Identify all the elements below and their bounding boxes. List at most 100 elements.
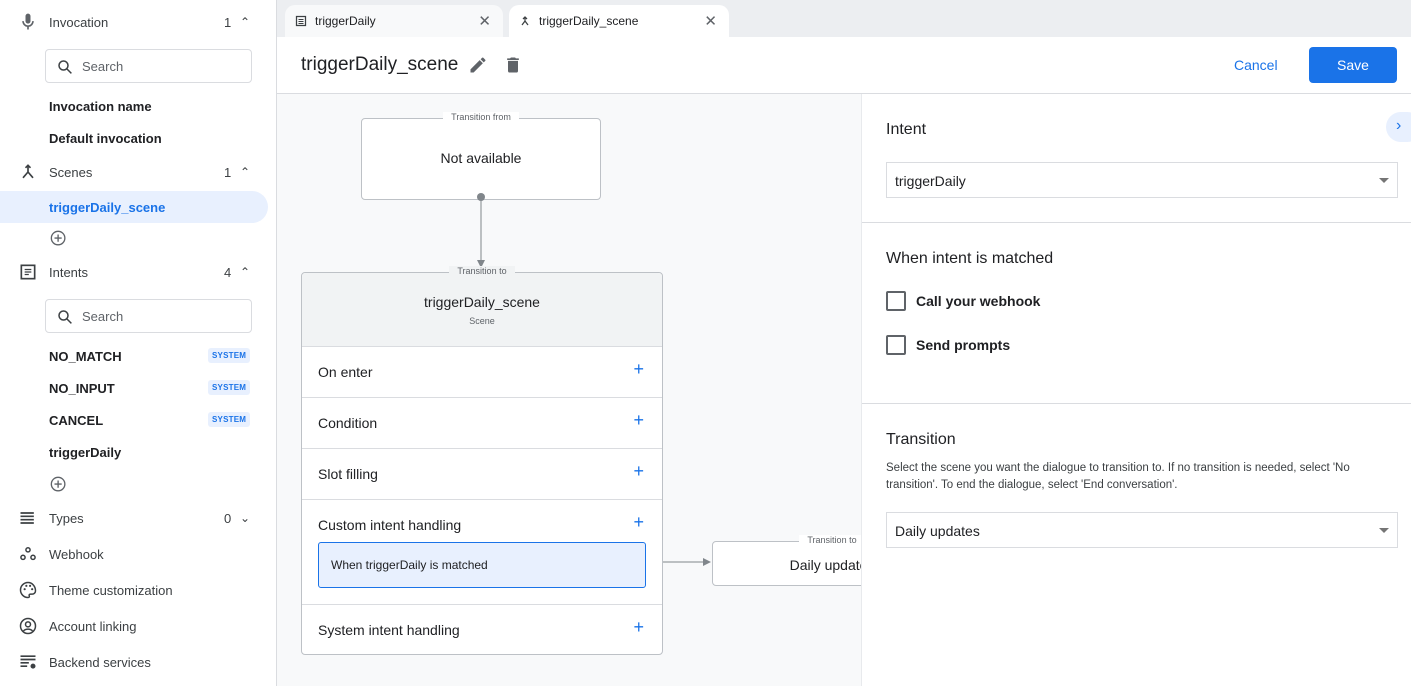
row-condition[interactable]: Condition + — [302, 397, 662, 448]
select-value: triggerDaily — [895, 173, 966, 189]
search-placeholder: Search — [82, 308, 124, 324]
intent-handler-item[interactable]: When triggerDaily is matched — [318, 542, 646, 588]
chevron-up-icon[interactable]: ⌃ — [240, 265, 251, 279]
row-slot-filling[interactable]: Slot filling + — [302, 448, 662, 499]
tab-triggerdaily[interactable]: triggerDaily ✕ — [285, 5, 503, 37]
checkbox-icon[interactable] — [886, 335, 906, 355]
call-webhook-checkbox[interactable]: Call your webhook — [886, 291, 1040, 311]
delete-trash-icon[interactable] — [503, 54, 523, 76]
transition-section-title: Transition — [886, 431, 956, 448]
matched-section-title: When intent is matched — [886, 250, 1054, 267]
sidebar-item-webhook[interactable]: Webhook — [0, 539, 277, 569]
add-scene-icon[interactable] — [50, 230, 68, 248]
row-label: On enter — [318, 364, 373, 380]
sidebar-item-intent[interactable]: triggerDaily — [49, 445, 122, 460]
add-intent-icon[interactable] — [50, 476, 68, 494]
divider — [862, 403, 1411, 404]
search-icon — [58, 310, 72, 324]
intent-handler-panel: › Intent triggerDaily When intent is mat… — [861, 94, 1411, 686]
intent-list-icon — [20, 264, 36, 280]
section-label: Scenes — [49, 164, 93, 180]
section-label: Theme customization — [49, 582, 173, 598]
scene-merge-icon — [521, 16, 529, 26]
sidebar-item-selected-scene[interactable]: triggerDaily_scene — [0, 191, 268, 223]
node-value: Not available — [440, 150, 522, 166]
search-icon — [58, 60, 72, 74]
scene-label: triggerDaily_scene — [49, 200, 166, 215]
section-label: Types — [49, 510, 84, 526]
edit-pencil-icon[interactable] — [468, 55, 488, 75]
sidebar-item-invocation-name[interactable]: Invocation name — [49, 99, 152, 114]
add-icon[interactable]: + — [633, 617, 644, 637]
sidebar-section-types[interactable]: Types 0 ⌄ — [0, 503, 277, 533]
chevron-down-icon[interactable]: ⌄ — [240, 511, 251, 525]
sidebar-item-intent[interactable]: NO_INPUT — [49, 381, 115, 396]
sidebar-item-backend-services[interactable]: Backend services — [0, 647, 277, 677]
node-label: Transition to — [449, 266, 515, 276]
select-value: Daily updates — [895, 523, 980, 539]
row-label: Slot filling — [318, 466, 378, 482]
save-button[interactable]: Save — [1309, 47, 1397, 83]
row-custom-intent-handling[interactable]: Custom intent handling + When triggerDail… — [302, 499, 662, 604]
close-icon[interactable]: ✕ — [704, 13, 717, 30]
microphone-icon — [22, 13, 34, 30]
close-icon[interactable]: ✕ — [478, 13, 491, 30]
dropdown-arrow-icon — [1379, 528, 1389, 533]
sidebar-item-default-invocation[interactable]: Default invocation — [49, 131, 162, 146]
system-badge: SYSTEM — [208, 380, 251, 395]
section-count: 0 — [224, 510, 232, 526]
checkbox-label: Send prompts — [916, 337, 1011, 353]
add-icon[interactable]: + — [633, 512, 644, 532]
types-list-icon — [20, 512, 34, 524]
node-label: Transition from — [443, 112, 519, 122]
webhook-icon — [20, 547, 36, 561]
sidebar-section-invocation[interactable]: Invocation 1 ⌃ — [0, 7, 277, 37]
intents-search-input[interactable]: Search — [45, 299, 252, 333]
sidebar-item-account-linking[interactable]: Account linking — [0, 611, 277, 641]
scene-type: Scene — [469, 316, 495, 326]
scene-node: Transition to triggerDaily_scene Scene O… — [301, 266, 663, 655]
cancel-button[interactable]: Cancel — [1234, 57, 1278, 73]
sidebar-item-theme[interactable]: Theme customization — [0, 575, 277, 605]
sidebar-item-intent[interactable]: NO_MATCH — [49, 349, 122, 364]
transition-select[interactable]: Daily updates — [886, 512, 1398, 548]
tab-bar: triggerDaily ✕ triggerDaily_scene ✕ — [277, 0, 1411, 37]
row-on-enter[interactable]: On enter + — [302, 346, 662, 397]
chevron-up-icon[interactable]: ⌃ — [240, 15, 251, 29]
system-badge: SYSTEM — [208, 412, 251, 427]
page-title: triggerDaily_scene — [301, 54, 459, 75]
tab-label: triggerDaily — [315, 14, 376, 28]
add-icon[interactable]: + — [633, 461, 644, 481]
account-circle-icon — [19, 617, 37, 635]
intent-select[interactable]: triggerDaily — [886, 162, 1398, 198]
add-icon[interactable]: + — [633, 359, 644, 379]
checkbox-label: Call your webhook — [916, 293, 1041, 309]
section-count: 4 — [224, 264, 232, 280]
row-label: Custom intent handling — [318, 517, 462, 533]
row-system-intent-handling[interactable]: System intent handling+ — [302, 604, 662, 655]
section-label: Webhook — [49, 546, 104, 562]
sidebar-item-intent[interactable]: CANCEL — [49, 413, 104, 428]
node-label: Transition to — [799, 535, 861, 545]
backend-settings-icon — [20, 655, 36, 669]
collapse-panel-chevron-icon[interactable]: › — [1386, 112, 1411, 142]
dropdown-arrow-icon — [1379, 178, 1389, 183]
invocation-search-input[interactable]: Search — [45, 49, 252, 83]
tab-label: triggerDaily_scene — [539, 14, 639, 28]
chevron-up-icon[interactable]: ⌃ — [240, 165, 251, 179]
section-count: 1 — [224, 164, 232, 180]
palette-icon — [19, 581, 37, 599]
section-count: 1 — [224, 14, 232, 30]
section-label: Account linking — [49, 618, 137, 634]
sidebar-section-scenes[interactable]: Scenes 1 ⌃ — [0, 157, 277, 187]
transition-from-node: Transition from Not available — [361, 112, 601, 200]
checkbox-icon[interactable] — [886, 291, 906, 311]
intent-section-title: Intent — [886, 121, 927, 138]
scene-name: triggerDaily_scene — [424, 294, 540, 310]
add-icon[interactable]: + — [633, 410, 644, 430]
send-prompts-checkbox[interactable]: Send prompts — [886, 335, 1010, 355]
sidebar-section-intents[interactable]: Intents 4 ⌃ — [0, 257, 277, 287]
tab-triggerdaily-scene[interactable]: triggerDaily_scene ✕ — [509, 5, 729, 37]
row-label: Condition — [318, 415, 378, 431]
transition-target-node[interactable]: Transition to Daily updates — [712, 535, 861, 586]
